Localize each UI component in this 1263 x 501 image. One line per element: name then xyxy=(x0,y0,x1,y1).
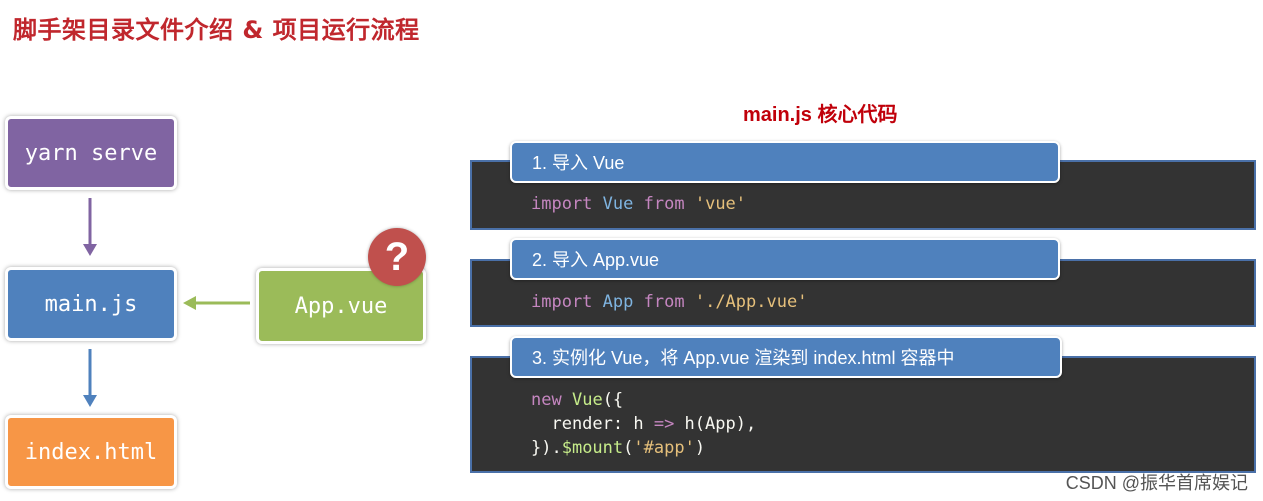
code-token: from xyxy=(643,194,685,214)
code-token: ({ xyxy=(602,390,624,410)
code-token: h(App), xyxy=(674,414,757,434)
code-token: new xyxy=(531,390,562,410)
arrow-down-purple xyxy=(83,198,97,256)
code-token: }). xyxy=(531,438,562,458)
code-token: => xyxy=(653,414,675,434)
index-html-box: index.html xyxy=(5,415,177,489)
code-block-1: import Vue from 'vue' xyxy=(531,192,746,216)
code-token: './App.vue' xyxy=(694,292,808,312)
step-label-2: 2. 导入 App.vue xyxy=(510,238,1060,280)
code-token: ( xyxy=(623,438,634,458)
code-token: render: h xyxy=(531,414,654,434)
main-js-box: main.js xyxy=(5,267,177,341)
code-token: import xyxy=(531,194,593,214)
page-title: 脚手架目录文件介绍 & 项目运行流程 xyxy=(13,16,420,44)
step-label-1-text: 1. 导入 Vue xyxy=(532,153,625,173)
arrow-left-green xyxy=(183,296,250,310)
step-label-2-text: 2. 导入 App.vue xyxy=(532,250,660,270)
code-token: App xyxy=(602,292,634,312)
app-vue-label: App.vue xyxy=(294,293,388,319)
code-block-3: new Vue({ render: h => h(App), }).$mount… xyxy=(531,388,756,460)
code-token: Vue xyxy=(602,194,634,214)
code-token: $mount xyxy=(561,438,624,458)
watermark: CSDN @振华首席娱记 xyxy=(1065,473,1248,493)
code-token: Vue xyxy=(571,390,603,410)
step-label-3-text: 3. 实例化 Vue，将 App.vue 渲染到 index.html 容器中 xyxy=(532,348,955,368)
index-html-label: index.html xyxy=(24,439,158,465)
code-token: from xyxy=(643,292,685,312)
code-token: ) xyxy=(694,438,706,458)
yarn-serve-label: yarn serve xyxy=(24,140,158,166)
code-block-2: import App from './App.vue' xyxy=(531,290,807,314)
main-js-code-title: main.js 核心代码 xyxy=(743,104,898,126)
question-icon: ? xyxy=(368,228,426,286)
step-label-3: 3. 实例化 Vue，将 App.vue 渲染到 index.html 容器中 xyxy=(510,336,1062,378)
step-label-1: 1. 导入 Vue xyxy=(510,141,1060,183)
arrow-down-blue xyxy=(83,349,97,407)
code-token: '#app' xyxy=(633,438,695,458)
code-token: import xyxy=(531,292,593,312)
main-js-label: main.js xyxy=(44,291,138,317)
yarn-serve-box: yarn serve xyxy=(5,116,177,190)
code-token: 'vue' xyxy=(694,194,747,214)
